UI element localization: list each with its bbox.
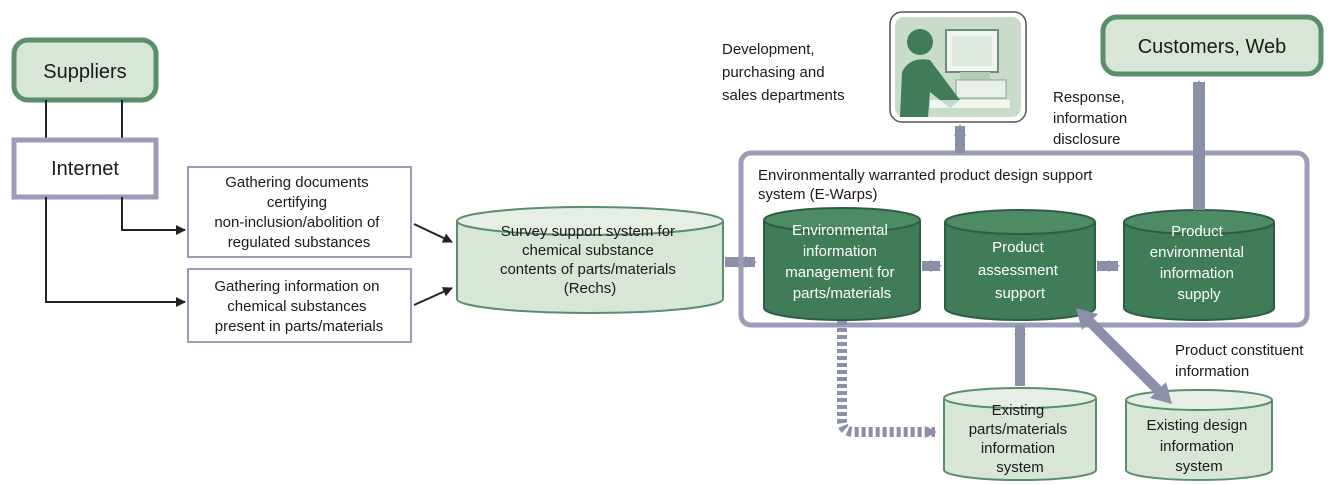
rechs-cylinder (456, 206, 724, 314)
departments-label: Development, purchasing and sales depart… (722, 41, 845, 104)
existing-parts-label: Existing parts/materials information sys… (969, 402, 1072, 476)
dashed-arrow (837, 321, 937, 438)
customers-web-box (1100, 14, 1324, 77)
rechs-label: Survey support system for chemical subst… (500, 223, 680, 297)
customers-web-label: Customers, Web (1138, 36, 1287, 58)
env-info-mgmt-cylinder (763, 207, 921, 321)
suppliers-label: Suppliers (43, 61, 126, 83)
gathering-documents-box (187, 166, 412, 258)
bidirectional-arrow (1076, 308, 1172, 404)
gathering-information-box (187, 268, 412, 343)
ewarps-title: Environmentally warranted product design… (758, 167, 1097, 203)
existing-parts-cylinder (943, 387, 1097, 481)
computer-user-icon (889, 11, 1027, 123)
product-assessment-label: Product assessment support (978, 239, 1062, 302)
response-label: Response, information disclosure (1053, 89, 1131, 148)
constituent-label: Product constituent information (1175, 342, 1308, 380)
suppliers-box (11, 37, 159, 103)
internet-label: Internet (51, 158, 119, 180)
env-info-mgmt-label: Environmental information management for… (785, 222, 898, 302)
existing-design-label: Existing design information system (1146, 417, 1251, 475)
product-env-supply-label: Product environmental information supply (1150, 223, 1248, 303)
product-assessment-cylinder (944, 209, 1096, 321)
internet-box (11, 137, 159, 200)
gathering-information-label: Gathering information on chemical substa… (214, 278, 383, 335)
gathering-documents-label: Gathering documents certifying non-inclu… (214, 174, 383, 251)
product-env-supply-cylinder (1123, 209, 1275, 321)
